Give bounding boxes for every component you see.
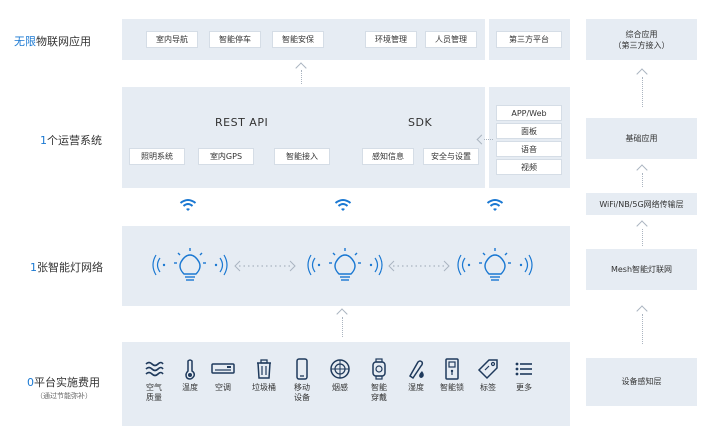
dotted-connector	[642, 314, 643, 344]
row-label-text: 平台实施费用	[34, 376, 100, 389]
row-label-cost-note: （通过节能弥补）	[36, 392, 92, 400]
row-label-accent: 1	[40, 134, 47, 147]
device-label: 智能 穿戴	[371, 383, 387, 402]
module-lighting-system[interactable]: 照明系统	[129, 148, 185, 165]
wifi-icon	[334, 199, 352, 211]
smartwatch-icon	[372, 358, 386, 380]
client-video[interactable]: 视频	[496, 159, 562, 175]
layer-label: WiFi/NB/5G网络传输层	[599, 200, 684, 209]
device-air-quality[interactable]: 空气 质量	[140, 358, 168, 403]
wifi-icon	[179, 199, 197, 211]
layer-device-perception[interactable]: 设备感知层	[586, 358, 697, 406]
bidirectional-arrow-icon	[234, 260, 296, 272]
row-label-iot-apps: 无限物联网应用	[14, 33, 91, 49]
device-label: 空气 质量	[146, 383, 162, 402]
client-panel-device[interactable]: 面板	[496, 123, 562, 139]
smart-bulb-icon	[152, 248, 228, 281]
humidity-icon	[409, 360, 424, 380]
layer-label: 设备感知层	[621, 377, 662, 386]
row-label-accent: 1	[30, 261, 37, 274]
dotted-connector	[484, 139, 493, 140]
row-label-text: 张智能灯网络	[37, 261, 103, 274]
trash-bin-icon	[257, 359, 271, 379]
app-smart-parking[interactable]: 智能停车	[209, 31, 261, 48]
device-label: 湿度	[408, 383, 424, 392]
device-label: 空调	[215, 383, 231, 392]
app-indoor-navigation[interactable]: 室内导航	[146, 31, 198, 48]
layer-label: Mesh智能灯联网	[610, 265, 673, 274]
row-label-platform-cost: 0平台实施费用	[27, 374, 100, 390]
device-tag[interactable]: 标签	[474, 358, 502, 393]
third-party-platform[interactable]: 第三方平台	[496, 31, 562, 48]
tag-icon	[477, 359, 498, 380]
row-label-accent: 0	[27, 376, 34, 389]
rest-api-label: REST API	[215, 116, 269, 129]
device-more[interactable]: 更多	[510, 358, 538, 393]
device-label: 烟感	[332, 383, 348, 392]
device-wearable[interactable]: 智能 穿戴	[365, 358, 393, 403]
row-label-text: 物联网应用	[36, 35, 91, 48]
dotted-connector	[642, 173, 643, 187]
dotted-connector	[642, 77, 643, 107]
device-label: 温度	[182, 383, 198, 392]
device-label: 智能锁	[440, 383, 464, 392]
app-smart-security[interactable]: 智能安保	[272, 31, 324, 48]
device-trash-bin[interactable]: 垃圾桶	[250, 358, 278, 393]
device-humidity[interactable]: 湿度	[402, 358, 430, 393]
smoke-sensor-icon	[330, 359, 350, 379]
device-label: 标签	[480, 383, 496, 392]
layer-network-transport[interactable]: WiFi/NB/5G网络传输层	[586, 193, 697, 215]
row-label-text: 个运营系统	[47, 134, 102, 147]
thermometer-icon	[185, 359, 195, 380]
smart-bulb-icon	[307, 248, 383, 281]
device-panel	[122, 342, 570, 426]
client-app-web[interactable]: APP/Web	[496, 105, 562, 121]
dotted-connector	[301, 70, 302, 84]
smart-bulb-icon	[457, 248, 533, 281]
mobile-phone-icon	[296, 358, 308, 380]
device-temperature[interactable]: 温度	[176, 358, 204, 393]
air-waves-icon	[145, 361, 164, 377]
air-conditioner-icon	[211, 363, 235, 374]
device-mobile[interactable]: 移动 设备	[288, 358, 316, 403]
app-personnel-management[interactable]: 人员管理	[425, 31, 477, 48]
wifi-icon	[486, 199, 504, 211]
layer-label: 综合应用 （第三方接入）	[613, 30, 670, 50]
layer-label: 基础应用	[625, 134, 658, 143]
module-security-settings[interactable]: 安全与设置	[423, 148, 479, 165]
sdk-label: SDK	[408, 116, 433, 129]
bidirectional-arrow-icon	[388, 260, 450, 272]
layer-basic-app[interactable]: 基础应用	[586, 118, 697, 159]
module-indoor-gps[interactable]: 室内GPS	[198, 148, 254, 165]
row-label-lamp-network: 1张智能灯网络	[30, 259, 103, 275]
device-label: 更多	[516, 383, 532, 392]
row-label-accent: 无限	[14, 35, 36, 48]
device-label: 垃圾桶	[252, 383, 276, 392]
dotted-connector	[642, 229, 643, 246]
client-voice[interactable]: 语音	[496, 141, 562, 157]
operating-system-panel	[122, 87, 485, 188]
layer-comprehensive-app[interactable]: 综合应用 （第三方接入）	[586, 19, 697, 60]
dotted-connector	[342, 317, 343, 337]
lamp-network-panel	[122, 226, 570, 306]
row-label-operating-system: 1个运营系统	[40, 132, 102, 148]
device-smoke-sensor[interactable]: 烟感	[326, 358, 354, 393]
layer-mesh-network[interactable]: Mesh智能灯联网	[586, 249, 697, 290]
list-more-icon	[515, 362, 532, 376]
module-smart-access[interactable]: 智能接入	[274, 148, 330, 165]
device-air-conditioner[interactable]: 空调	[209, 358, 237, 393]
device-smart-lock[interactable]: 智能锁	[438, 358, 466, 393]
module-perception-info[interactable]: 感知信息	[362, 148, 414, 165]
app-environment-management[interactable]: 环境管理	[365, 31, 417, 48]
device-label: 移动 设备	[294, 383, 310, 402]
smart-lock-icon	[445, 358, 459, 380]
